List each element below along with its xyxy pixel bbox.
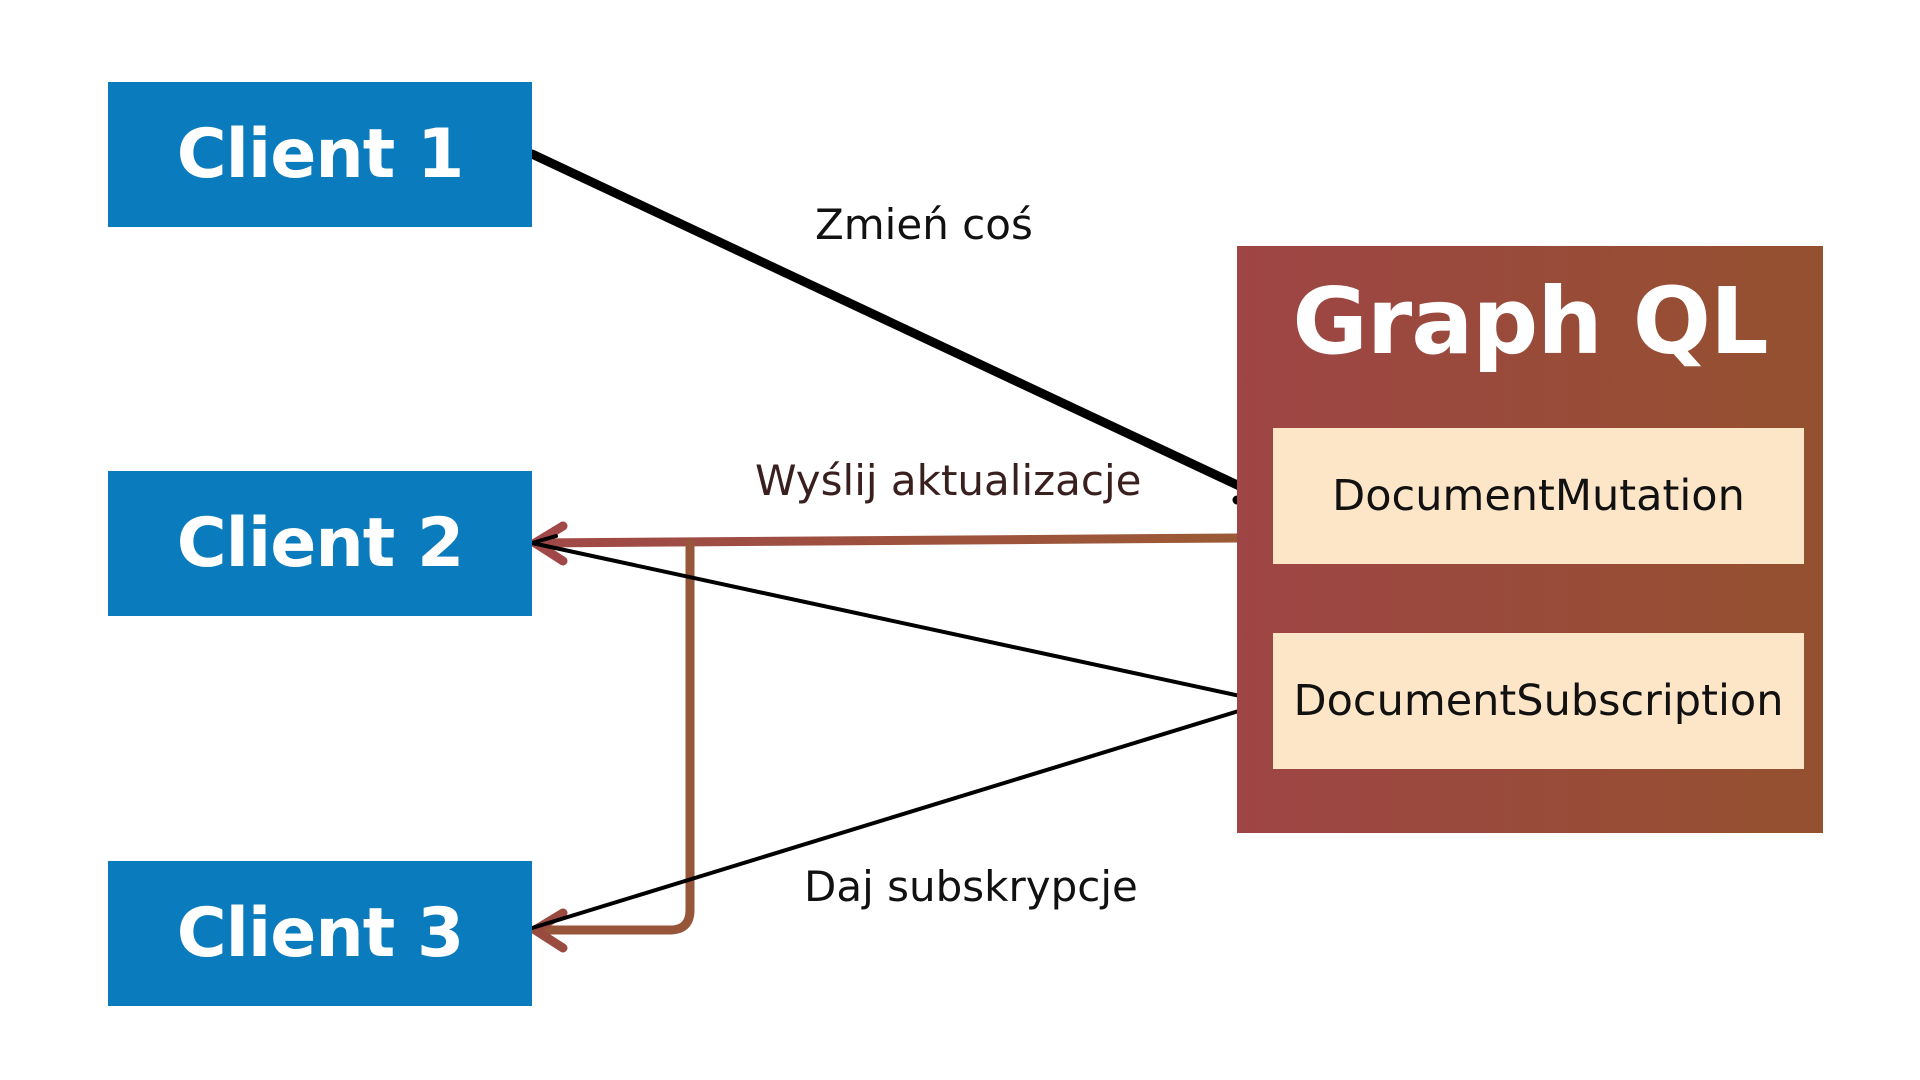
arrow-subscribe-client2 [530,541,1270,704]
document-mutation-box: DocumentMutation [1273,428,1804,564]
edge-label-updates: Wyślij aktualizacje [755,456,1142,505]
client-1-box: Client 1 [108,82,532,227]
arrow-updates-branch [530,538,695,935]
document-subscription-box: DocumentSubscription [1273,633,1804,769]
document-mutation-label: DocumentMutation [1332,471,1745,521]
arrow-subscribe-client3 [530,700,1270,930]
client-2-box: Client 2 [108,471,532,616]
edge-label-subscribe: Daj subskrypcje [804,862,1138,911]
client-2-label: Client 2 [176,504,465,583]
edge-label-change: Zmień coś [815,200,1033,249]
graphql-server-box: Graph QL DocumentMutation DocumentSubscr… [1237,246,1823,833]
graphql-title: Graph QL [1292,268,1768,375]
arrow-subscribe-tail-client2 [530,534,558,545]
document-subscription-label: DocumentSubscription [1293,676,1784,726]
arrow-updates-branch-head [530,908,568,953]
client-3-label: Client 3 [176,894,465,973]
client-1-label: Client 1 [176,115,465,194]
arrow-updates-line [530,533,1242,548]
client-3-box: Client 3 [108,861,532,1006]
arrow-change-line [527,149,1270,503]
